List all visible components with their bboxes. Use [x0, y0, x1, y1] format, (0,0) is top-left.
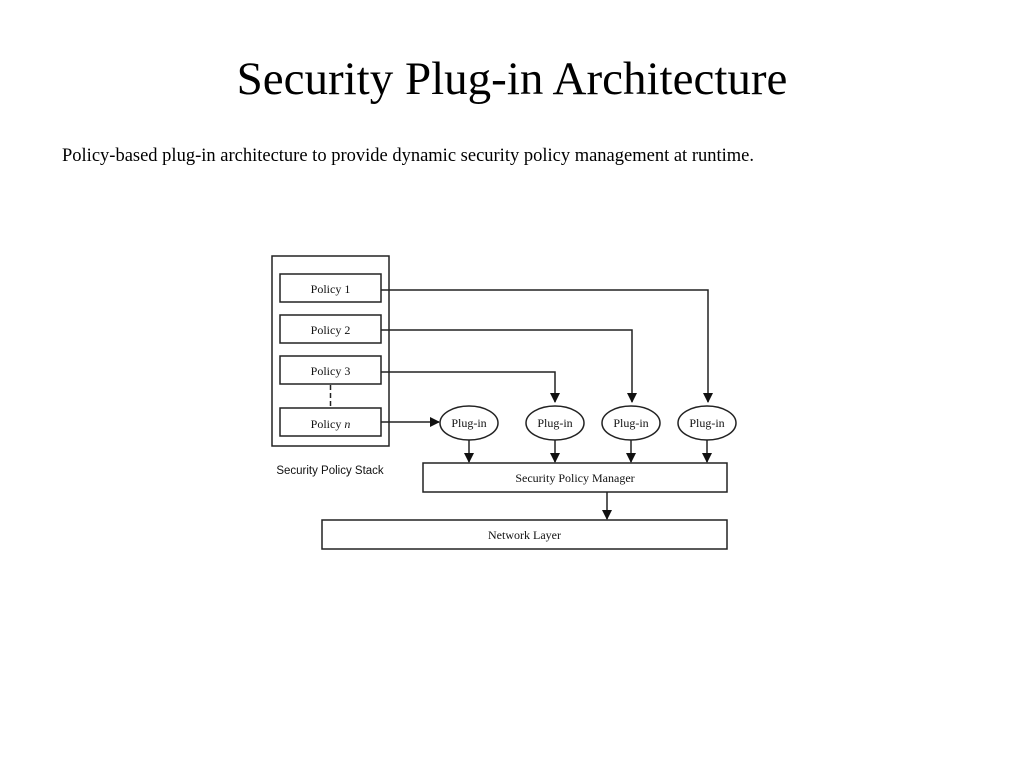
policy-box-3: Policy 3 [279, 355, 382, 385]
policy-label: Policy [311, 417, 342, 431]
manager-label: Security Policy Manager [515, 471, 634, 485]
security-policy-manager: Security Policy Manager [422, 462, 728, 493]
svg-text:Policy 2: Policy 2 [311, 323, 351, 337]
policy-label: Policy [311, 282, 342, 296]
policy-number: 1 [344, 282, 350, 296]
policy-number: n [344, 417, 350, 431]
plugin-3: Plug-in [601, 405, 661, 441]
connector-policy-3 [381, 371, 560, 403]
plugin-label: Plug-in [451, 416, 486, 430]
plugin-2: Plug-in [525, 405, 585, 441]
policy-box-1: Policy 1 [279, 273, 382, 303]
network-label: Network Layer [488, 528, 561, 542]
policy-label: Policy [311, 323, 342, 337]
policy-box-2: Policy 2 [279, 314, 382, 344]
policy-box-n: Policy n [279, 407, 382, 437]
security-policy-stack-label: Security Policy Stack [276, 465, 384, 477]
policy-number: 3 [344, 364, 350, 378]
svg-text:Policy 3: Policy 3 [311, 364, 351, 378]
svg-text:Policy 1: Policy 1 [311, 282, 351, 296]
policy-number: 2 [344, 323, 350, 337]
plugin-1: Plug-in [439, 405, 499, 441]
plugin-label: Plug-in [537, 416, 572, 430]
slide-subtitle: Policy-based plug-in architecture to pro… [62, 146, 754, 166]
connector-policy-1 [381, 289, 713, 403]
policy-label: Policy [311, 364, 342, 378]
plugin-4: Plug-in [677, 405, 737, 441]
plugin-label: Plug-in [689, 416, 724, 430]
slide-title: Security Plug-in Architecture [236, 53, 788, 105]
svg-text:Policy n: Policy n [311, 417, 351, 431]
plugin-label: Plug-in [613, 416, 648, 430]
network-layer: Network Layer [321, 519, 728, 550]
connector-policy-2 [381, 329, 637, 403]
